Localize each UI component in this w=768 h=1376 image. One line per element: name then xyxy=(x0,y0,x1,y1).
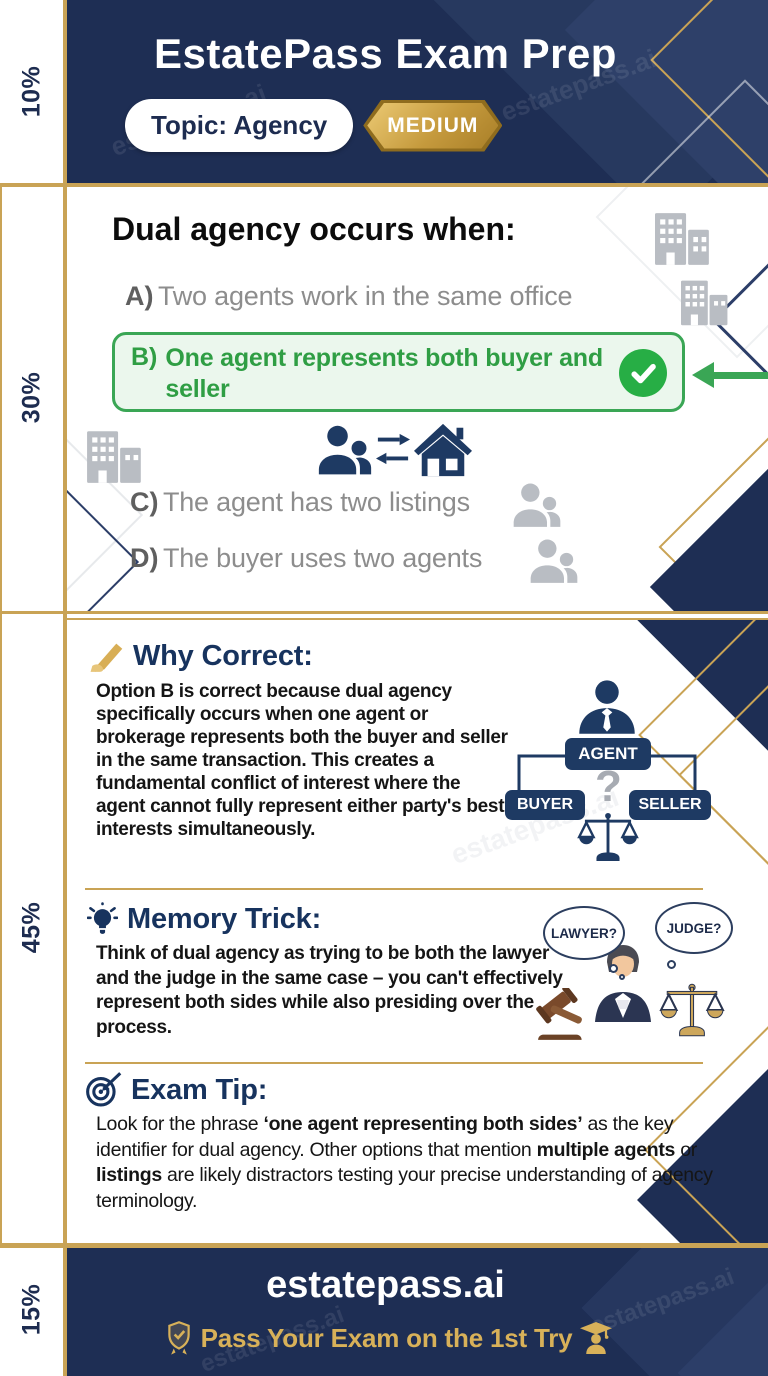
why-correct-body: Option B is correct because dual agency … xyxy=(96,681,508,840)
option-text: The buyer uses two agents xyxy=(162,543,483,573)
diagram-agent-box: AGENT xyxy=(565,738,651,770)
option-b-content: B) One agent represents both buyer and s… xyxy=(115,335,682,405)
divider-line xyxy=(0,183,768,187)
exam-tip-heading: Exam Tip: xyxy=(85,1072,267,1108)
section-divider-line xyxy=(85,888,703,890)
tip-segment-bold: listings xyxy=(96,1164,162,1186)
divider-line xyxy=(67,618,768,620)
scales-icon xyxy=(576,812,640,862)
option-letter: B) xyxy=(131,343,158,371)
sidebar-divider-line xyxy=(63,0,67,1376)
why-correct-heading: Why Correct: xyxy=(88,640,313,673)
thought-bubble-judge: JUDGE? xyxy=(655,902,733,954)
exam-tip-body: Look for the phrase ‘one agent represent… xyxy=(96,1112,736,1214)
divider-line xyxy=(0,611,768,614)
people-icon xyxy=(529,537,579,587)
gavel-icon xyxy=(535,988,593,1042)
divider-line xyxy=(0,1243,768,1248)
question-prompt: Dual agency occurs when: xyxy=(112,211,516,247)
diagram-question-mark: ? xyxy=(595,762,622,811)
left-edge-line xyxy=(0,183,2,1243)
pen-icon xyxy=(88,641,124,672)
bubble-dot xyxy=(609,964,618,973)
graduate-icon xyxy=(580,1322,613,1354)
diagram-connector-lines xyxy=(517,754,697,798)
people-icon xyxy=(317,423,373,479)
option-letter: C) xyxy=(130,487,159,517)
option-b-correct: B) One agent represents both buyer and s… xyxy=(112,332,685,412)
option-d: D) The buyer uses two agents xyxy=(130,543,482,574)
sidebar-segment-footer: 15% xyxy=(0,1243,63,1376)
agent-bust-icon xyxy=(575,678,639,734)
percent-label: 30% xyxy=(16,371,45,423)
difficulty-badge-label: MEDIUM xyxy=(367,102,499,149)
memory-trick-heading: Memory Trick: xyxy=(87,902,321,937)
option-c: C) The agent has two listings xyxy=(130,487,470,518)
bubble-dot xyxy=(667,960,676,969)
people-icon xyxy=(512,481,562,531)
option-text: The agent has two listings xyxy=(162,487,470,517)
option-text: One agent represents both buyer and sell… xyxy=(165,344,603,403)
tagline-text: Pass Your Exam on the 1st Try xyxy=(200,1322,573,1353)
buildings-icon xyxy=(679,277,733,327)
house-icon xyxy=(414,421,472,477)
option-text: Two agents work in the same office xyxy=(157,281,573,311)
percentage-sidebar: 10% 30% 45% 15% xyxy=(0,0,63,1376)
tip-segment-bold: ‘one agent representing both sides’ xyxy=(263,1113,583,1135)
section-heading: Exam Tip: xyxy=(131,1073,268,1106)
scales-icon xyxy=(659,976,725,1044)
tagline-row: Pass Your Exam on the 1st Try xyxy=(67,1320,768,1356)
topic-row: Topic: Agency MEDIUM xyxy=(125,99,503,152)
section-heading: Memory Trick: xyxy=(127,903,322,935)
header: estatepass.ai estatepass.ai EstatePass E… xyxy=(67,0,768,183)
tip-segment: or xyxy=(675,1138,697,1161)
check-circle-icon xyxy=(619,349,667,397)
option-letter: A) xyxy=(125,281,154,311)
section-heading: Why Correct: xyxy=(133,640,313,672)
site-name: estatepass.ai xyxy=(266,1264,505,1306)
percent-label: 45% xyxy=(16,901,45,953)
sidebar-segment-question: 30% xyxy=(0,183,63,611)
tip-segment: as the key identifier for dual agency. O… xyxy=(96,1113,674,1161)
question-section: Dual agency occurs when: A) Two agents w… xyxy=(67,187,768,611)
tip-segment-bold: multiple agents xyxy=(536,1138,676,1161)
correct-answer-arrow xyxy=(692,361,768,389)
page-title: EstatePass Exam Prep xyxy=(154,30,617,77)
lightbulb-icon xyxy=(87,902,118,937)
footer: estatepass.ai estatepass.ai estatepass.a… xyxy=(67,1248,768,1376)
diagram-buyer-box: BUYER xyxy=(505,790,585,820)
tip-segment: Look for the phrase xyxy=(96,1113,264,1135)
arrow-head xyxy=(692,362,714,388)
buildings-icon xyxy=(652,209,716,267)
diagram-seller-box: SELLER xyxy=(629,790,711,820)
thought-bubble-lawyer: LAWYER? xyxy=(543,906,625,960)
option-a: A) Two agents work in the same office xyxy=(125,281,573,312)
explanation-section: estatepass.ai Why Correct: Option B is c… xyxy=(67,620,768,1243)
target-icon xyxy=(85,1072,122,1108)
shield-check-icon xyxy=(165,1320,193,1356)
sidebar-segment-explanation: 45% xyxy=(0,611,63,1243)
section-divider-line xyxy=(85,1062,703,1064)
difficulty-badge: MEDIUM xyxy=(363,99,503,152)
buildings-icon xyxy=(85,427,147,485)
memory-trick-body: Think of dual agency as trying to be bot… xyxy=(96,943,563,1038)
sidebar-segment-header: 10% xyxy=(0,0,63,183)
tip-segment: are likely distractors testing your prec… xyxy=(96,1164,713,1212)
topic-pill: Topic: Agency xyxy=(125,99,354,152)
percent-label: 15% xyxy=(16,1283,45,1336)
option-letter: D) xyxy=(130,543,159,573)
bubble-dot xyxy=(619,974,625,980)
exchange-arrows-icon xyxy=(376,429,410,469)
percent-label: 10% xyxy=(16,65,45,118)
arrow-shaft xyxy=(711,372,768,379)
